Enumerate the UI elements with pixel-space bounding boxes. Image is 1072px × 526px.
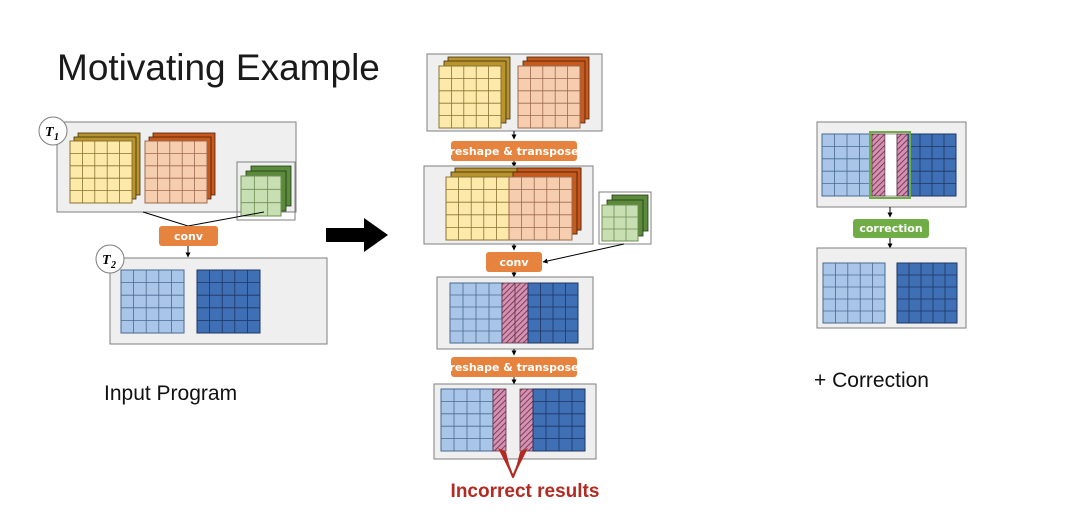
svg-text:T: T <box>102 253 112 268</box>
t1-orange-tensor <box>144 132 216 204</box>
svg-text:1: 1 <box>54 132 59 143</box>
correction-op-box: correction <box>853 219 929 238</box>
corr-output-dark-blue <box>896 262 958 324</box>
connector-line <box>187 211 265 227</box>
big-arrow <box>326 218 388 252</box>
correction-caption: + Correction <box>814 369 929 392</box>
slide-title: Motivating Example <box>57 47 380 88</box>
flow-arrow <box>542 243 625 264</box>
mid-reshaped-tensor <box>445 167 582 241</box>
incorrect-results-pointer <box>498 448 528 479</box>
t2-dark-blue <box>196 269 261 334</box>
svg-text:reshape & transpose: reshape & transpose <box>449 361 578 374</box>
conv-op-box: conv <box>159 226 218 246</box>
mid-final-output <box>440 388 586 452</box>
mid-kernel-frame <box>598 191 652 245</box>
connector-line <box>142 211 189 227</box>
t2-light-blue <box>120 269 185 334</box>
t1-yellow-tensor <box>69 132 141 204</box>
corr-output-light-blue <box>822 262 886 324</box>
mid-yellow-tensor <box>438 56 511 129</box>
incorrect-results-label: Incorrect results <box>451 481 600 502</box>
svg-text:correction: correction <box>859 222 922 235</box>
reshape-transpose-op-box-2: reshape & transpose <box>449 357 579 377</box>
svg-text:conv: conv <box>174 230 204 243</box>
svg-text:T: T <box>45 125 55 140</box>
mid-green-kernel <box>601 194 649 242</box>
corr-input-tensor <box>821 131 957 199</box>
correction-highlight <box>869 131 911 199</box>
t1-green-kernel <box>240 165 292 217</box>
conv-op-box-2: conv <box>486 252 542 272</box>
mid-conv-output <box>449 282 579 344</box>
mid-orange-tensor <box>517 56 590 129</box>
t2-label: T 2 <box>95 244 125 274</box>
svg-text:2: 2 <box>110 260 116 271</box>
input-program-caption: Input Program <box>104 382 237 405</box>
svg-text:conv: conv <box>499 256 529 269</box>
svg-text:reshape & transpose: reshape & transpose <box>449 145 578 158</box>
kernel-frame <box>236 161 296 221</box>
reshape-transpose-op-box-1: reshape & transpose <box>449 141 579 161</box>
t1-label: T 1 <box>38 116 68 146</box>
